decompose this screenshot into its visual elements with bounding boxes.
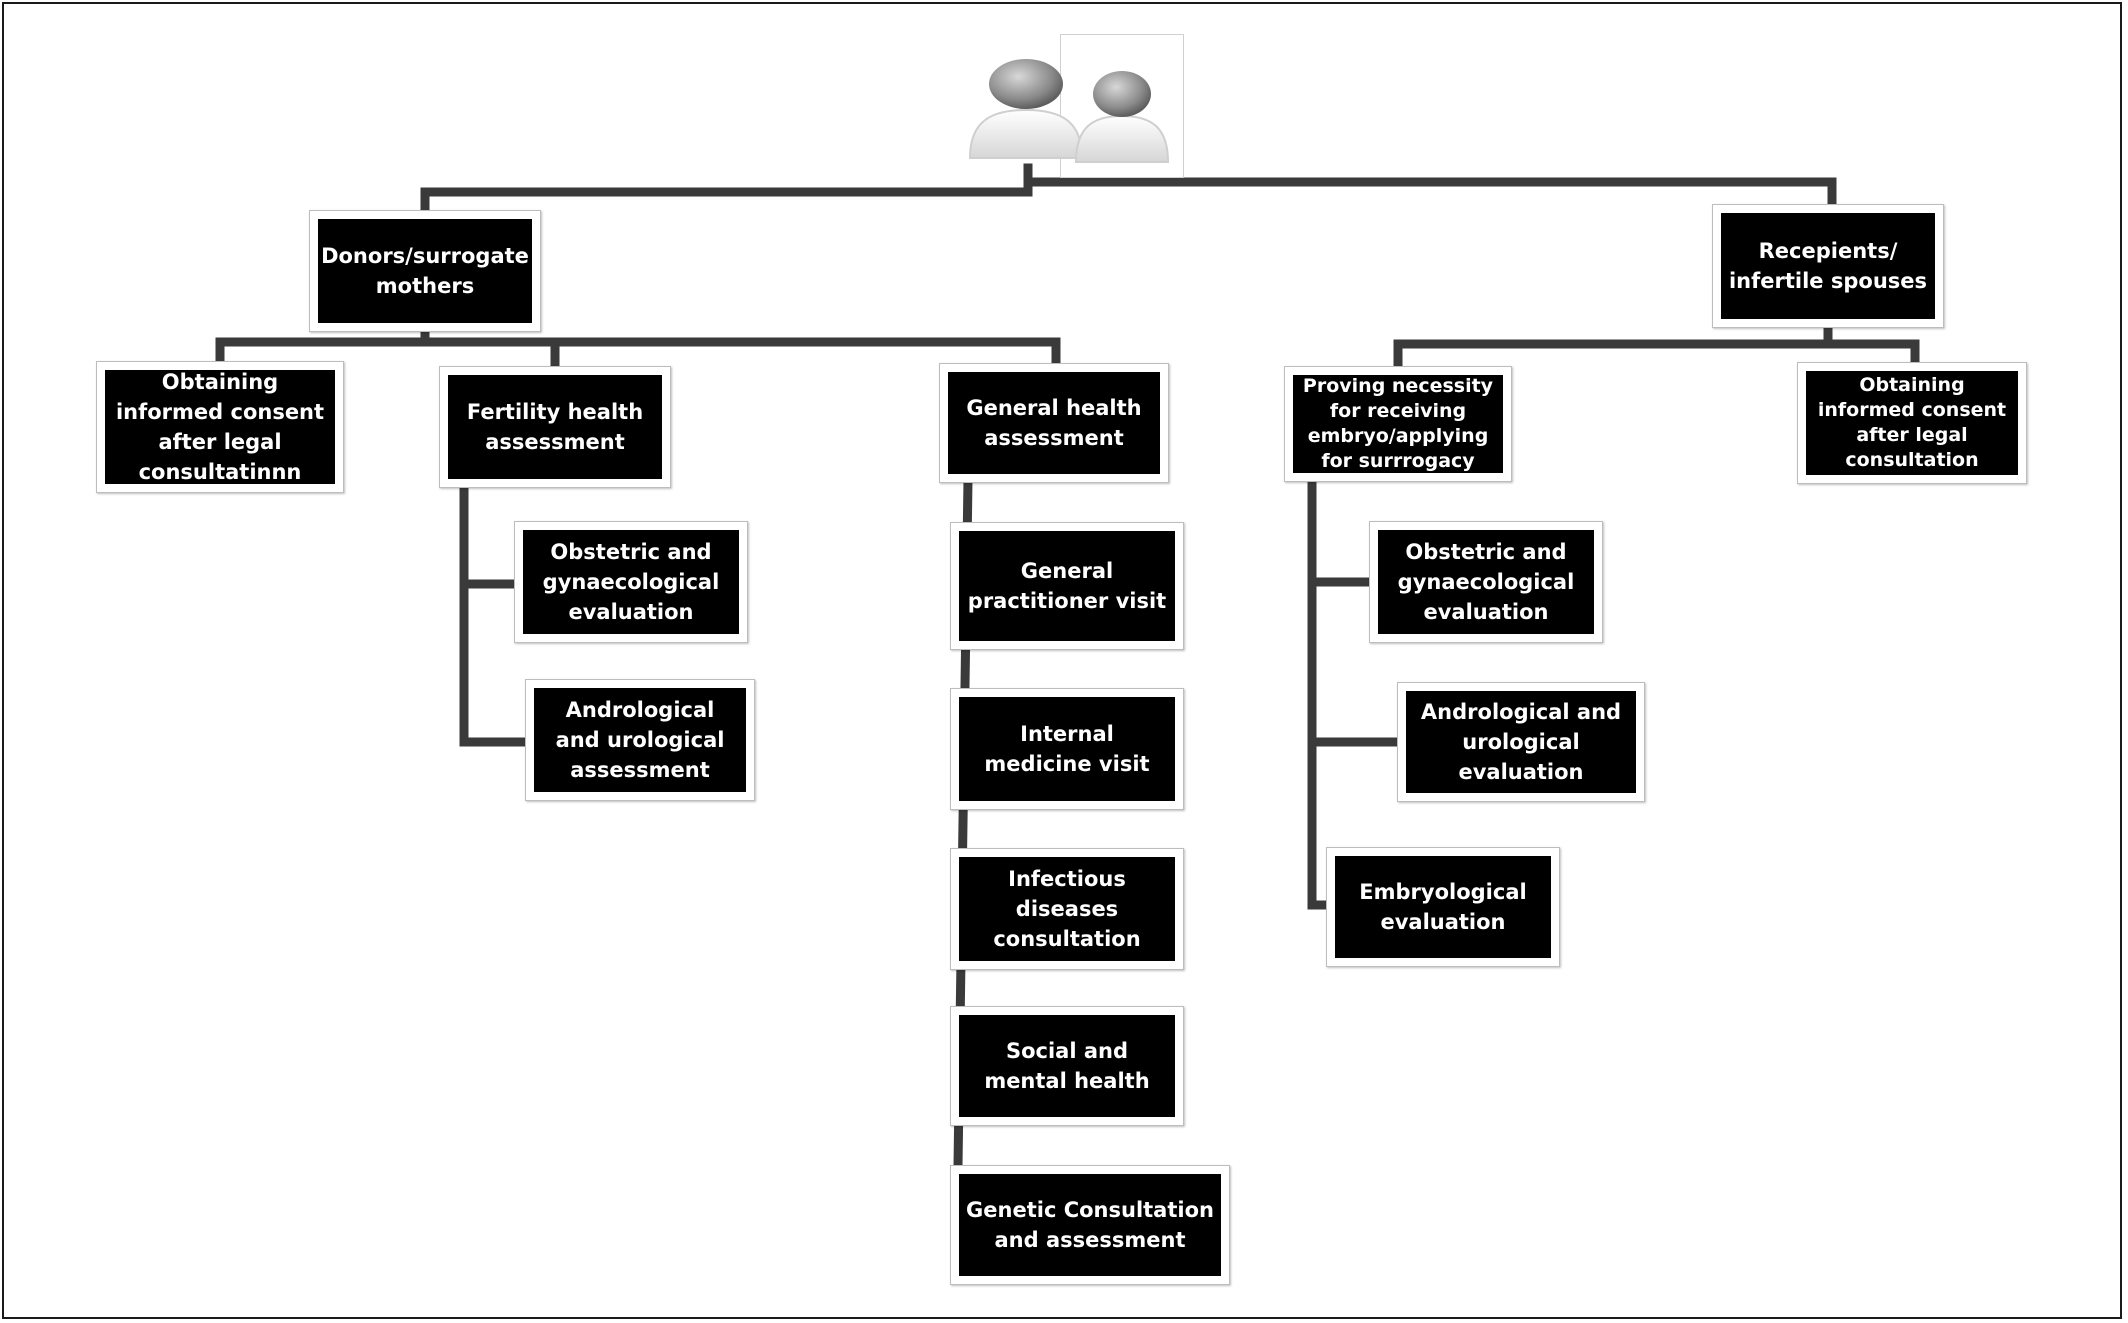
connector-root [420, 163, 1033, 217]
node-recipients: Recepients/ infertile spouses [1712, 204, 1944, 328]
connector-donors [215, 325, 430, 371]
node-general-internal: Internal medicine visit [950, 688, 1184, 810]
node-general-genetic-label: Genetic Consultation and assessment [959, 1174, 1221, 1276]
node-fertility-andrological-label: Andrological and urological assessment [534, 688, 746, 792]
node-general-internal-label: Internal medicine visit [959, 697, 1175, 801]
node-necessity-obstetric-label: Obstetric and gynaecological evaluation [1378, 530, 1594, 634]
node-necessity-andrological: Andrological and urological evaluation [1397, 682, 1645, 802]
node-fertility-label: Fertility health assessment [448, 375, 662, 479]
connector-fertility-children [459, 479, 527, 747]
node-recipients-consent-label: Obtaining informed consent after legal c… [1806, 371, 2018, 475]
connector-donors-general [420, 337, 1061, 373]
node-necessity-label: Proving necessity for receiving embryo/a… [1293, 375, 1503, 473]
node-general: General health assessment [939, 363, 1169, 483]
node-donors-consent-label: Obtaining informed consent after legal c… [105, 370, 335, 484]
person-left [968, 59, 1084, 159]
node-recipients-label: Recepients/ infertile spouses [1721, 213, 1935, 319]
node-fertility: Fertility health assessment [439, 366, 671, 488]
node-recipients-consent: Obtaining informed consent after legal c… [1797, 362, 2027, 484]
connector-root-right [1023, 177, 1837, 211]
node-general-label: General health assessment [948, 372, 1160, 474]
node-donors: Donors/surrogate mothers [309, 210, 541, 332]
node-general-gp: General practitioner visit [950, 522, 1184, 650]
node-general-genetic: Genetic Consultation and assessment [950, 1165, 1230, 1285]
node-general-social: Social and mental health [950, 1006, 1184, 1126]
node-necessity-embryological: Embryological evaluation [1326, 847, 1560, 967]
node-necessity-embryological-label: Embryological evaluation [1335, 856, 1551, 958]
node-fertility-obstetric: Obstetric and gynaecological evaluation [514, 521, 748, 643]
connector-recipients [1393, 321, 1833, 373]
node-necessity-obstetric: Obstetric and gynaecological evaluation [1369, 521, 1603, 643]
node-fertility-obstetric-label: Obstetric and gynaecological evaluation [523, 530, 739, 634]
node-general-gp-label: General practitioner visit [959, 531, 1175, 641]
node-general-infectious: Infectious diseases consultation [950, 848, 1184, 970]
node-donors-consent: Obtaining informed consent after legal c… [96, 361, 344, 493]
node-general-social-label: Social and mental health [959, 1015, 1175, 1117]
node-general-infectious-label: Infectious diseases consultation [959, 857, 1175, 961]
node-necessity: Proving necessity for receiving embryo/a… [1284, 366, 1512, 482]
node-donors-label: Donors/surrogate mothers [318, 219, 532, 323]
connector-necessity-children [1307, 477, 1335, 910]
connector-recipients-consent [1823, 339, 1920, 371]
node-fertility-andrological: Andrological and urological assessment [525, 679, 755, 801]
node-necessity-andrological-label: Andrological and urological evaluation [1406, 691, 1636, 793]
person-right [1074, 71, 1170, 163]
people-icon [962, 30, 1184, 178]
